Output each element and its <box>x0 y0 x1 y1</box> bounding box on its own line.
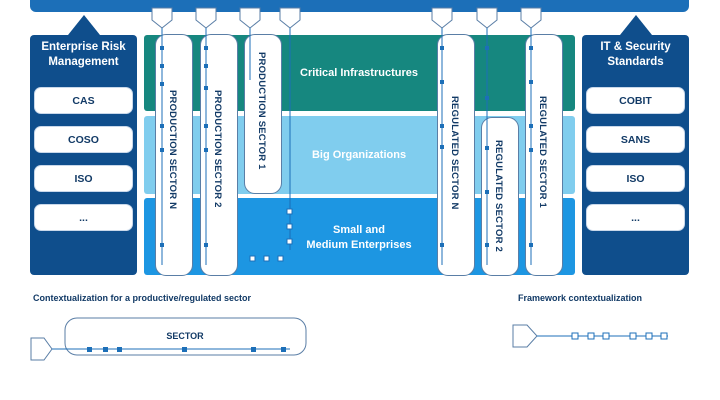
sector-lines <box>161 28 532 265</box>
connector-reg-n <box>431 7 453 29</box>
label-sme-line2: Medium Enterprises <box>306 239 412 251</box>
sector-example <box>30 317 307 361</box>
label-regulated-sector-n: REGULATED SECTOR N <box>449 96 460 210</box>
pill-regulated-sector-n <box>437 34 475 276</box>
itsec-title-line2: Standards <box>607 56 664 68</box>
pill-production-sector-n <box>155 34 193 276</box>
label-critical-infrastructures: Critical Infrastructures <box>300 67 418 79</box>
extension-dots <box>249 208 293 262</box>
erm-item-iso: ISO <box>34 165 133 192</box>
itsec-item-cobit: COBIT <box>586 87 685 114</box>
erm-item-cas: CAS <box>34 87 133 114</box>
label-regulated-sector-1: REGULATED SECTOR 1 <box>537 96 548 208</box>
label-small-medium-enterprises: Small and Medium Enterprises <box>284 223 434 253</box>
sector-connector <box>30 337 53 361</box>
itsec-item-sans: SANS <box>586 126 685 153</box>
label-production-sector-1: PRODUCTION SECTOR 1 <box>256 52 267 170</box>
connector-reg-2 <box>476 7 498 29</box>
framework-connector <box>512 324 538 348</box>
itsec-title-line1: IT & Security <box>600 41 671 53</box>
itsec-title: IT & Security Standards <box>582 40 689 70</box>
label-regulated-sector-2: REGULATED SECTOR 2 <box>493 140 504 252</box>
connector-prod-extra <box>279 7 301 29</box>
itsec-callout-arrow <box>620 15 652 35</box>
erm-item-coso: COSO <box>34 126 133 153</box>
connector-prod-2 <box>195 7 217 29</box>
caption-framework-contextualization: Framework contextualization <box>518 293 643 303</box>
itsec-item-iso: ISO <box>586 165 685 192</box>
connector-reg-1 <box>520 7 542 29</box>
label-production-sector-n: PRODUCTION SECTOR N <box>167 90 178 210</box>
erm-title-line1: Enterprise Risk <box>41 41 126 53</box>
connector-prod-1 <box>239 7 261 29</box>
caption-contextualization: Contextualization for a productive/regul… <box>33 293 252 303</box>
erm-panel: Enterprise Risk Management <box>30 35 137 275</box>
sector-connectors <box>151 7 542 29</box>
connector-prod-n <box>151 7 173 29</box>
sector-pill <box>64 317 307 356</box>
label-sme-line1: Small and <box>333 224 385 236</box>
sector-dots <box>160 46 533 247</box>
itsec-panel: IT & Security Standards <box>582 35 689 275</box>
label-big-organizations: Big Organizations <box>311 149 407 161</box>
erm-callout-arrow <box>68 15 100 35</box>
label-production-sector-2: PRODUCTION SECTOR 2 <box>212 90 223 208</box>
sector-pill-label: SECTOR <box>166 331 204 341</box>
erm-title: Enterprise Risk Management <box>30 40 137 70</box>
erm-title-line2: Management <box>48 56 119 68</box>
erm-item-more: ... <box>34 204 133 231</box>
itsec-item-more: ... <box>586 204 685 231</box>
framework-example <box>512 324 668 348</box>
